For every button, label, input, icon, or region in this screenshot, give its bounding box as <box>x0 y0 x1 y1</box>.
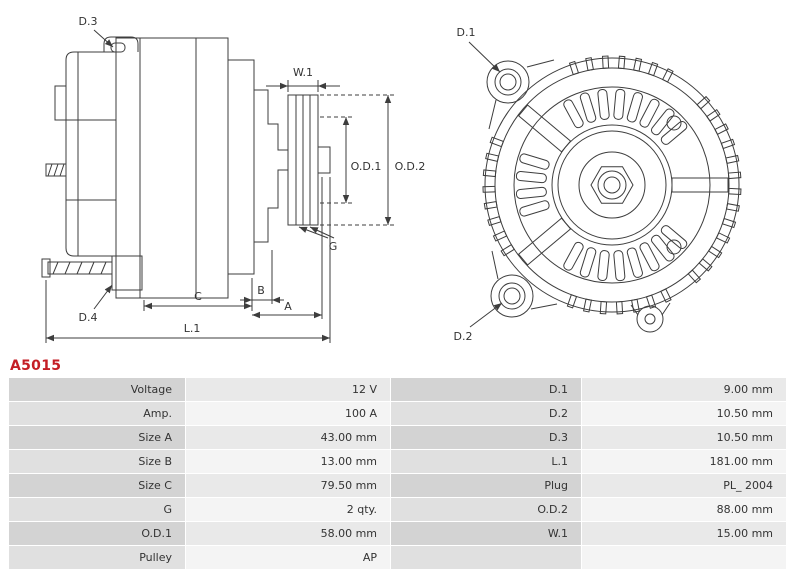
spec-label: Plug <box>391 474 581 497</box>
shaft-nut-side <box>317 146 331 174</box>
spec-value: 181.00 mm <box>582 450 786 473</box>
spec-label: Amp. <box>9 402 185 425</box>
dim-label-w1: W.1 <box>293 66 313 79</box>
dim-label-d4: D.4 <box>79 311 98 324</box>
spec-value: 13.00 mm <box>186 450 390 473</box>
spec-label: Voltage <box>9 378 185 401</box>
spec-value: 15.00 mm <box>582 522 786 545</box>
vent-slots <box>515 88 688 282</box>
spec-label: O.D.1 <box>9 522 185 545</box>
top-ear <box>103 36 139 52</box>
spec-value: AP <box>186 546 390 569</box>
spec-value: 10.50 mm <box>582 402 786 425</box>
spec-label <box>391 546 581 569</box>
spec-value: 9.00 mm <box>582 378 786 401</box>
spec-row: Size C 79.50 mm Plug PL_ 2004 <box>9 474 786 497</box>
stator-circle <box>513 86 711 284</box>
spec-value: 100 A <box>186 402 390 425</box>
spec-row: Voltage 12 V D.1 9.00 mm <box>9 378 786 401</box>
spec-label: D.2 <box>391 402 581 425</box>
technical-diagram: D.3 D.4 W.1 O.D.1 O.D.2 G C B A L.1 D.1 … <box>41 15 742 343</box>
dim-label-c: C <box>194 290 202 303</box>
dim-label-d3: D.3 <box>79 15 98 28</box>
spec-label: L.1 <box>391 450 581 473</box>
through-bolt-hole <box>666 239 682 255</box>
spec-value: 79.50 mm <box>186 474 390 497</box>
top-ear-hole <box>110 42 126 53</box>
mounting-boss-d1 <box>486 60 530 104</box>
spec-label: Size C <box>9 474 185 497</box>
spec-label: D.1 <box>391 378 581 401</box>
spec-label: W.1 <box>391 522 581 545</box>
fin-ring <box>482 55 742 315</box>
mounting-hole-d2 <box>503 287 521 305</box>
through-bolt-hole <box>666 115 682 131</box>
mounting-boss-d2 <box>490 274 534 318</box>
dimension-lines <box>45 29 503 343</box>
part-number: A5015 <box>10 358 62 374</box>
spec-row: G 2 qty. O.D.2 88.00 mm <box>9 498 786 521</box>
spec-label: D.3 <box>391 426 581 449</box>
spec-row: Size A 43.00 mm D.3 10.50 mm <box>9 426 786 449</box>
bottom-lug <box>636 305 664 333</box>
dimension-labels: D.3 D.4 W.1 O.D.1 O.D.2 G C B A L.1 D.1 … <box>79 15 476 343</box>
dim-label-a: A <box>284 300 292 313</box>
spec-label: Pulley <box>9 546 185 569</box>
spec-label: O.D.2 <box>391 498 581 521</box>
shaft-nut <box>590 166 634 204</box>
alternator-drawing: D.3 D.4 W.1 O.D.1 O.D.2 G C B A L.1 D.1 … <box>41 15 742 343</box>
alternator-front-view <box>482 55 742 315</box>
spec-row: O.D.1 58.00 mm W.1 15.00 mm <box>9 522 786 545</box>
dim-label-od2: O.D.2 <box>395 160 426 173</box>
spec-value: 10.50 mm <box>582 426 786 449</box>
spec-row: Amp. 100 A D.2 10.50 mm <box>9 402 786 425</box>
mounting-hole-d1 <box>499 73 517 91</box>
spec-label: Size A <box>9 426 185 449</box>
spec-value: 2 qty. <box>186 498 390 521</box>
spec-row: Size B 13.00 mm L.1 181.00 mm <box>9 450 786 473</box>
terminal-stud <box>45 163 67 177</box>
spec-table: Voltage 12 V D.1 9.00 mm Amp. 100 A D.2 … <box>8 377 787 570</box>
spec-label: Size B <box>9 450 185 473</box>
dim-label-d1: D.1 <box>457 26 476 39</box>
spec-value <box>582 546 786 569</box>
spec-value: 12 V <box>186 378 390 401</box>
stator-slots <box>517 104 729 266</box>
dim-label-d2: D.2 <box>454 330 473 343</box>
spec-label: G <box>9 498 185 521</box>
spec-row: Pulley AP <box>9 546 786 569</box>
spec-value: PL_ 2004 <box>582 474 786 497</box>
dim-label-od1: O.D.1 <box>351 160 382 173</box>
connector-lug <box>54 85 67 121</box>
spec-value: 58.00 mm <box>186 522 390 545</box>
dim-label-l1: L.1 <box>184 322 201 335</box>
spec-value: 88.00 mm <box>582 498 786 521</box>
dim-label-g: G <box>329 240 338 253</box>
spec-value: 43.00 mm <box>186 426 390 449</box>
threaded-stud <box>47 261 113 275</box>
alternator-side-view <box>41 36 331 299</box>
dim-label-b: B <box>257 284 265 297</box>
mounting-bosses <box>486 59 671 333</box>
